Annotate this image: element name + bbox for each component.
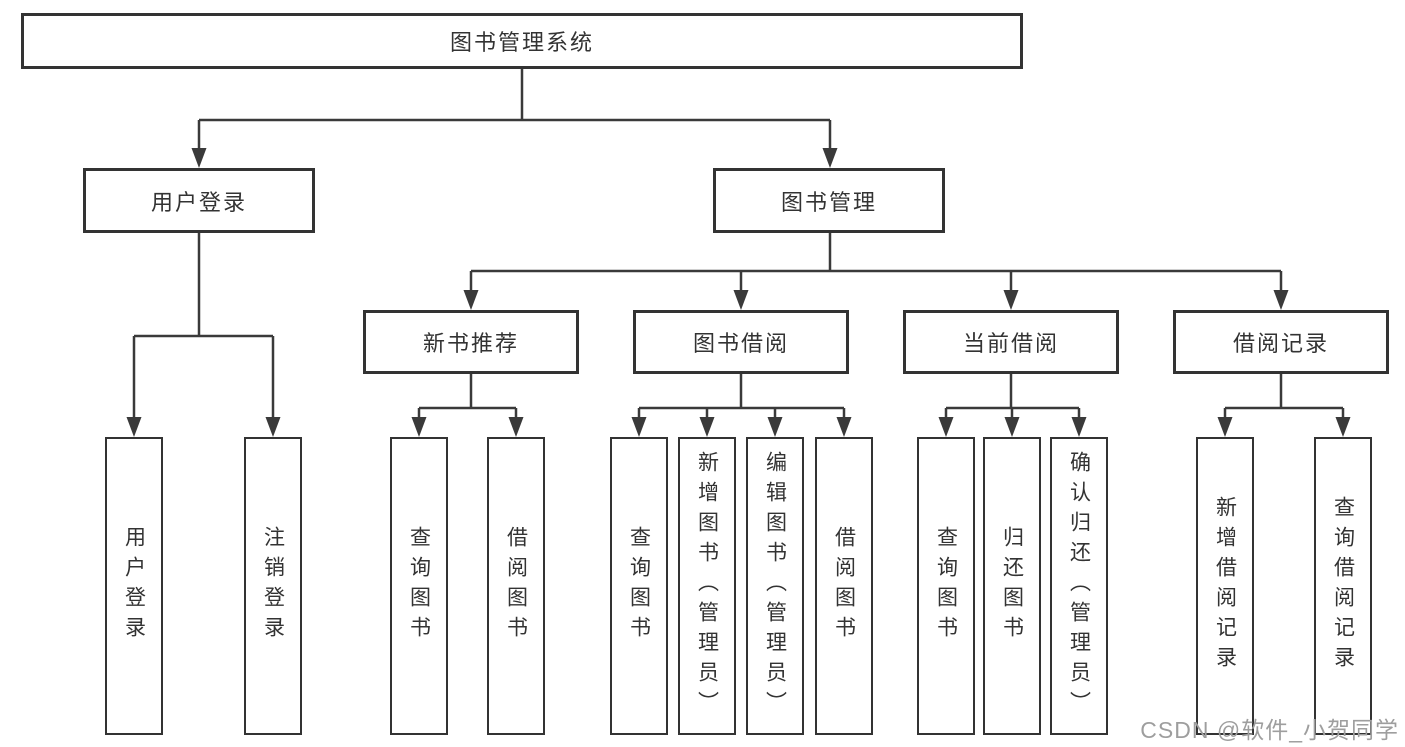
node-label: 图书管理	[780, 189, 877, 215]
node-label: 借阅图书	[504, 526, 528, 646]
node-label: 查询图书	[627, 526, 651, 646]
node-label: 查询图书	[407, 526, 431, 646]
leaf-edit-book-admin: 编辑图书（管理员）	[746, 437, 804, 735]
leaf-logout-login: 注销登录	[244, 437, 302, 735]
node-label: 用户登录	[150, 189, 247, 215]
node-borrow-records: 借阅记录	[1173, 310, 1389, 374]
leaf-query-book-1: 查询图书	[390, 437, 448, 735]
node-label: 当前借阅	[962, 331, 1059, 356]
node-label: 归还图书	[1000, 526, 1024, 646]
node-label: 新增图书（管理员）	[695, 451, 719, 721]
node-label: 查询借阅记录	[1331, 496, 1355, 676]
arrowheads	[126, 148, 1351, 437]
node-book-management: 图书管理	[713, 168, 945, 233]
leaf-add-borrow-record: 新增借阅记录	[1196, 437, 1254, 735]
node-current-borrow: 当前借阅	[903, 310, 1119, 374]
node-book-borrow: 图书借阅	[633, 310, 849, 374]
node-root: 图书管理系统	[21, 13, 1023, 69]
node-label: 用户登录	[122, 526, 146, 646]
leaf-query-book-3: 查询图书	[917, 437, 975, 735]
node-label: 借阅记录	[1232, 331, 1329, 356]
node-label: 新书推荐	[422, 331, 519, 356]
node-label: 确认归还（管理员）	[1067, 451, 1091, 721]
leaf-query-borrow-record: 查询借阅记录	[1314, 437, 1372, 735]
node-label: 编辑图书（管理员）	[763, 451, 787, 721]
leaf-query-book-2: 查询图书	[610, 437, 668, 735]
node-label: 图书借阅	[692, 331, 789, 356]
leaf-add-book-admin: 新增图书（管理员）	[678, 437, 736, 735]
leaf-user-login: 用户登录	[105, 437, 163, 735]
node-new-book-recommend: 新书推荐	[363, 310, 579, 374]
node-label: 图书管理系统	[449, 30, 594, 55]
node-label: 注销登录	[261, 526, 285, 646]
watermark: CSDN @软件_小贺同学	[1140, 717, 1399, 743]
node-label: 新增借阅记录	[1213, 496, 1237, 676]
node-user-login: 用户登录	[83, 168, 315, 233]
leaf-confirm-return-admin: 确认归还（管理员）	[1050, 437, 1108, 735]
node-label: 查询图书	[934, 526, 958, 646]
node-label: 借阅图书	[832, 526, 856, 646]
leaf-borrow-book-1: 借阅图书	[487, 437, 545, 735]
leaf-borrow-book-2: 借阅图书	[815, 437, 873, 735]
leaf-return-book: 归还图书	[983, 437, 1041, 735]
